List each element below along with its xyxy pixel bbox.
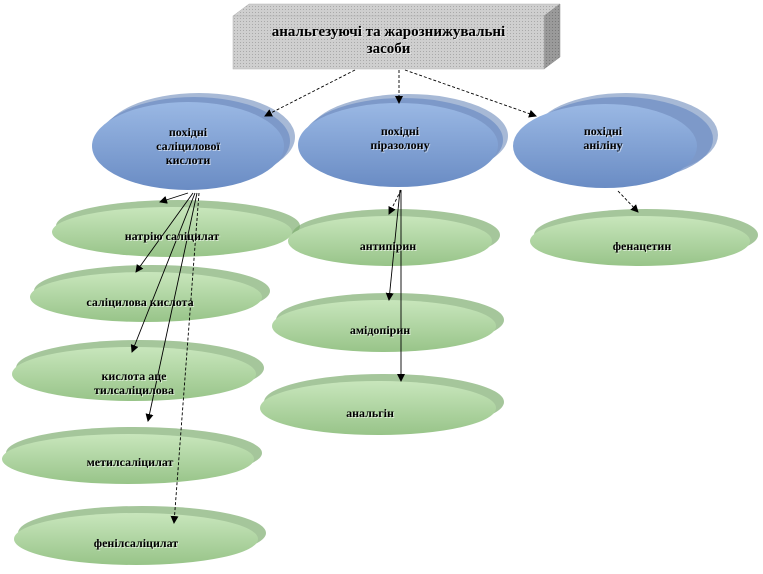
item-label-phenacetin: фенацетин xyxy=(572,239,712,253)
arrow-salicylic-to-acetylsalicylic-acid xyxy=(130,192,196,353)
item-ellipse-antipyrine xyxy=(288,209,500,266)
category-line: похідні xyxy=(168,125,208,139)
title-line-1: анальгезуючі та жарознижувальні xyxy=(271,24,506,40)
arrow-title-to-salicylic xyxy=(264,69,356,117)
category-line: кислоти xyxy=(165,153,211,167)
item-ellipse-methyl-salicylate xyxy=(2,427,262,484)
item-text: кислота аце xyxy=(101,369,167,383)
category-line: піразолону xyxy=(370,138,430,152)
item-ellipse-sodium-salicylate xyxy=(52,200,300,257)
category-ellipse-salicylic xyxy=(92,93,295,190)
item-text: саліцилова кислота xyxy=(86,295,194,309)
item-label-antipyrine: антипірин xyxy=(318,239,458,253)
item-text: фенілсаліцилат xyxy=(93,536,179,550)
category-ellipse-pyrazolone xyxy=(298,94,508,187)
arrow-salicylic-to-sodium-salicylate xyxy=(159,192,189,204)
item-text: анальгін xyxy=(346,406,394,420)
category-ellipse-aniline xyxy=(513,93,718,188)
arrow-salicylic-to-salicylic-acid xyxy=(135,192,194,273)
arrow-salicylic-to-phenyl-salicylate xyxy=(170,192,200,524)
item-text: фенацетин xyxy=(612,239,672,253)
title-line-2: засоби xyxy=(366,41,411,57)
category-line: саліцилової xyxy=(156,139,220,153)
item-text: антипірин xyxy=(359,239,417,253)
item-ellipse-acetylsalicylic-acid xyxy=(12,340,264,401)
item-label-acetylsalicylic-acid: кислота аце тилсаліцилова xyxy=(44,369,224,397)
item-label-amidopyrine: амідопірин xyxy=(310,323,450,337)
title-box xyxy=(232,3,561,70)
title-label: анальгезуючі та жарознижувальні засоби xyxy=(233,24,544,58)
item-text: тилсаліцилова xyxy=(94,383,174,397)
item-ellipse-analgin xyxy=(260,374,504,435)
item-ellipse-amidopyrine xyxy=(272,293,504,352)
category-line: похідні xyxy=(380,124,420,138)
item-label-phenyl-salicylate: фенілсаліцилат xyxy=(46,536,226,550)
category-line: аніліну xyxy=(583,138,623,152)
item-label-sodium-salicylate: натрію саліцилат xyxy=(82,229,262,243)
category-label-aniline: похідні аніліну xyxy=(528,124,678,152)
item-text: натрію саліцилат xyxy=(124,229,220,243)
category-line: похідні xyxy=(583,124,623,138)
arrow-pyrazolone-to-antipyrine xyxy=(388,189,402,215)
item-label-salicylic-acid: саліцилова кислота xyxy=(50,295,230,309)
item-label-analgin: анальгін xyxy=(300,406,440,420)
arrow-pyrazolone-to-amidopyrine xyxy=(385,189,401,301)
item-text: амідопірин xyxy=(349,323,411,337)
arrow-aniline-to-phenacetin xyxy=(617,190,639,213)
item-text: метилсаліцилат xyxy=(86,455,174,469)
item-label-methyl-salicylate: метилсаліцилат xyxy=(40,455,220,469)
item-ellipse-phenyl-salicylate xyxy=(14,506,266,565)
category-label-salicylic: похідні саліцилової кислоти xyxy=(108,125,268,167)
item-ellipse-salicylic-acid xyxy=(30,265,270,322)
item-ellipse-phenacetin xyxy=(530,209,758,266)
category-label-pyrazolone: похідні піразолону xyxy=(320,124,480,152)
arrow-salicylic-to-methyl-salicylate xyxy=(145,192,198,422)
arrow-title-to-aniline xyxy=(404,69,537,118)
